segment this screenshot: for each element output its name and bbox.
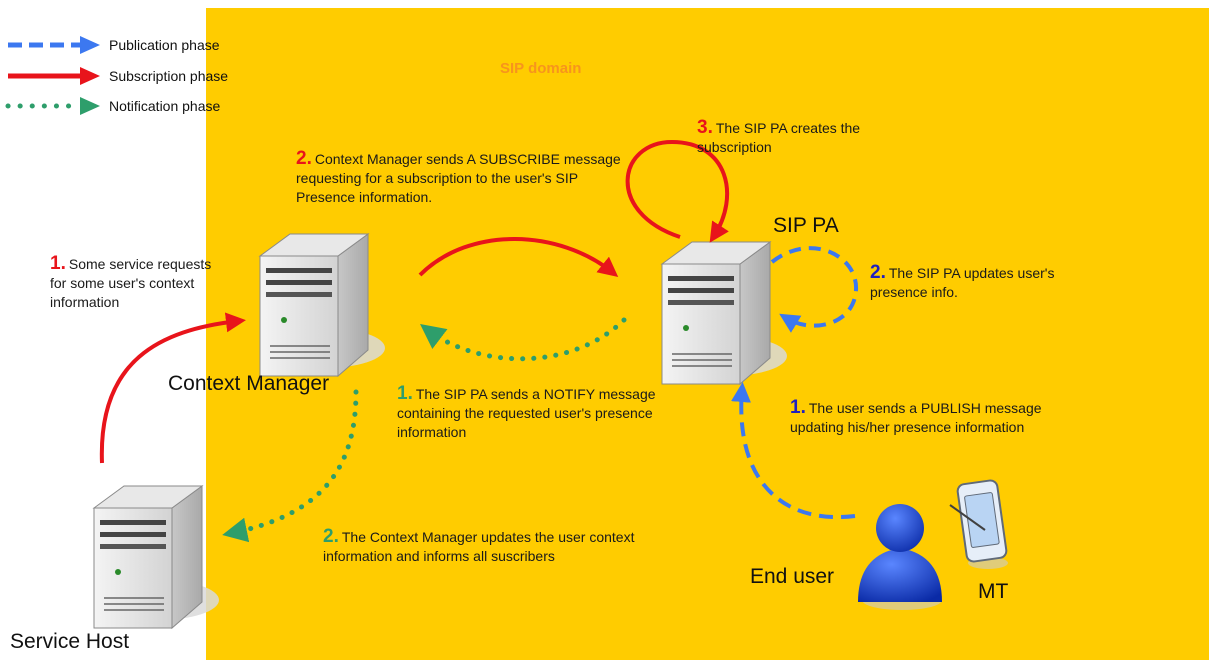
notification-arrow-sippa-to-cm xyxy=(420,317,627,362)
end-user-icon xyxy=(858,504,942,610)
step-sub-2: 2.Context Manager sends A SUBSCRIBE mess… xyxy=(296,149,626,207)
step-not-2-number: 2. xyxy=(323,526,339,547)
step-not-2-text: The Context Manager updates the user con… xyxy=(323,529,635,564)
step-sub-2-text: Context Manager sends A SUBSCRIBE messag… xyxy=(296,151,621,205)
step-not-2: 2.The Context Manager updates the user c… xyxy=(323,527,683,566)
step-sub-3-number: 3. xyxy=(697,117,713,138)
subscription-arrow-cm-to-sippa xyxy=(418,237,619,278)
step-sub-3-text: The SIP PA creates the subscription xyxy=(697,120,861,155)
service-host-server-icon xyxy=(92,485,219,630)
subscription-arrow-self-loop xyxy=(625,139,730,243)
legend-notification-arrow xyxy=(5,97,100,115)
step-pub-1: 1.The user sends a PUBLISH message updat… xyxy=(790,398,1070,437)
step-sub-1: 1.Some service requests for some user's … xyxy=(50,254,215,312)
step-sub-3: 3.The SIP PA creates the subscription xyxy=(697,118,872,157)
legend-subscription-arrow xyxy=(8,67,100,85)
legend-publication-arrow xyxy=(8,36,100,54)
mobile-terminal-icon xyxy=(949,479,1008,569)
legend-publication-label: Publication phase xyxy=(109,37,220,53)
context-manager-label: Context Manager xyxy=(168,372,330,395)
publication-arrow-self-loop xyxy=(770,246,859,333)
sip-pa-server-icon xyxy=(660,241,787,386)
notification-arrow-cm-to-service xyxy=(222,389,359,543)
step-pub-1-text: The user sends a PUBLISH message updatin… xyxy=(790,400,1042,435)
sip-domain-label: SIP domain xyxy=(500,60,582,77)
context-manager-server-icon xyxy=(258,233,385,378)
step-pub-2: 2.The SIP PA updates user's presence inf… xyxy=(870,263,1070,302)
step-pub-2-text: The SIP PA updates user's presence info. xyxy=(870,265,1055,300)
publication-arrow-user-to-sippa xyxy=(731,382,856,520)
step-pub-2-number: 2. xyxy=(870,262,886,283)
step-not-1: 1.The SIP PA sends a NOTIFY message cont… xyxy=(397,384,662,442)
step-sub-1-number: 1. xyxy=(50,253,66,274)
mt-label: MT xyxy=(978,580,1009,603)
step-not-1-number: 1. xyxy=(397,383,413,404)
legend-notification-label: Notification phase xyxy=(109,98,221,114)
legend-subscription-label: Subscription phase xyxy=(109,68,229,84)
sip-pa-label: SIP PA xyxy=(773,214,839,237)
service-host-label: Service Host xyxy=(10,630,130,653)
step-pub-1-number: 1. xyxy=(790,397,806,418)
step-not-1-text: The SIP PA sends a NOTIFY message contai… xyxy=(397,386,656,440)
step-sub-2-number: 2. xyxy=(296,148,312,169)
step-sub-1-text: Some service requests for some user's co… xyxy=(50,256,212,310)
end-user-label: End user xyxy=(750,565,835,588)
subscription-arrow-service-to-cm xyxy=(99,312,246,464)
